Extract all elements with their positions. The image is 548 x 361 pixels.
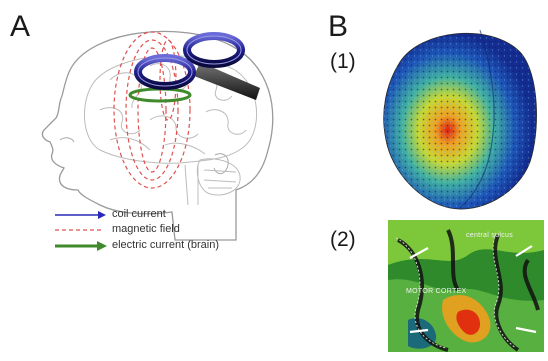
cortex-section-map: central sulcus MOTOR CORTEX xyxy=(388,220,544,352)
legend-electric-current: electric current (brain) xyxy=(112,239,219,251)
legend-coil-current: coil current xyxy=(112,208,166,220)
cortex-section-graphic xyxy=(388,220,544,352)
annotation-motor-cortex: MOTOR CORTEX xyxy=(406,288,467,295)
panel-b-label: B xyxy=(328,10,348,44)
annotation-central-sulcus: central sulcus xyxy=(466,232,513,239)
panel-b2-label: (2) xyxy=(330,228,356,252)
brain-field-map xyxy=(380,22,540,214)
legend-markers xyxy=(55,211,107,251)
legend-magnetic-field: magnetic field xyxy=(112,223,180,235)
panel-b1-label: (1) xyxy=(330,50,356,74)
